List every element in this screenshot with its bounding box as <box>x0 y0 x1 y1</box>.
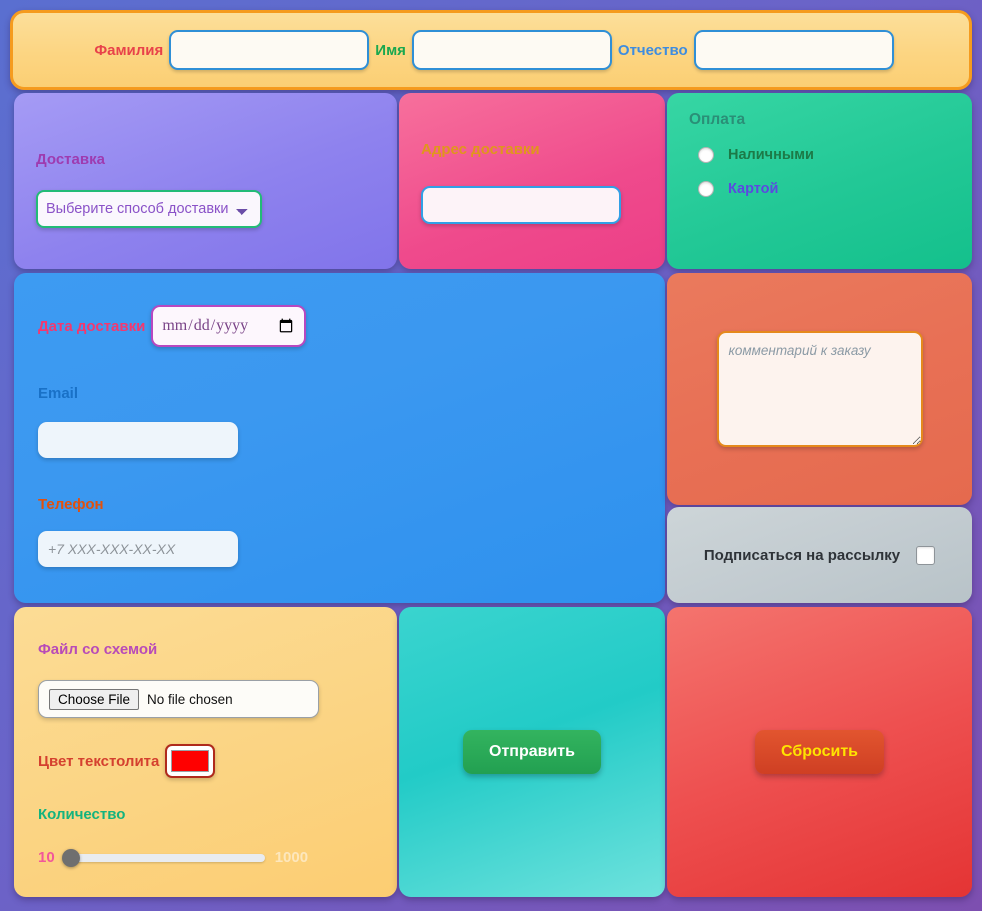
schema-file-label: Файл со схемой <box>38 641 158 658</box>
submit-card: Отправить <box>399 607 665 897</box>
pcb-color-picker[interactable] <box>165 744 216 778</box>
range-min-label: 10 <box>38 849 55 866</box>
quantity-label: Количество <box>38 806 126 823</box>
payment-heading: Оплата <box>689 111 746 128</box>
quantity-range-row: 10 1000 <box>38 848 373 867</box>
email-input[interactable] <box>38 422 238 458</box>
color-swatch-fill <box>171 750 210 772</box>
range-max-label: 1000 <box>274 849 309 866</box>
phone-label: Телефон <box>38 496 104 513</box>
subscribe-checkbox[interactable] <box>916 545 936 565</box>
delivery-label: Доставка <box>36 151 105 168</box>
subscribe-label: Подписаться на рассылку <box>703 546 901 564</box>
surname-input[interactable] <box>169 30 370 70</box>
order-comment-textarea[interactable] <box>716 331 923 447</box>
patronymic-label: Отчество <box>617 41 688 59</box>
reset-button[interactable]: Сбросить <box>755 730 884 774</box>
quantity-range-slider[interactable] <box>61 848 265 867</box>
address-label: Адрес доставки <box>421 141 540 158</box>
firstname-label: Имя <box>375 41 406 59</box>
delivery-date-row: Дата доставки <box>38 305 641 347</box>
pcb-color-label: Цвет текстолита <box>38 752 160 770</box>
payment-option-cash-label: Наличными <box>728 147 814 163</box>
payment-option-card[interactable]: Картой <box>689 181 950 197</box>
order-options-card: Файл со схемой Choose File No file chose… <box>14 607 397 897</box>
payment-option-cash[interactable]: Наличными <box>689 147 950 163</box>
submit-button[interactable]: Отправить <box>463 730 601 774</box>
radio-icon-card[interactable] <box>698 181 714 197</box>
patronymic-input[interactable] <box>693 30 894 70</box>
payment-card: Оплата Наличными Картой <box>667 93 972 269</box>
address-input[interactable] <box>421 186 621 224</box>
delivery-date-label: Дата доставки <box>38 317 146 335</box>
order-comment-card <box>667 273 972 505</box>
schema-file-input[interactable]: Choose File No file chosen <box>38 680 319 718</box>
pcb-color-row: Цвет текстолита <box>38 744 373 778</box>
surname-label: Фамилия <box>94 41 164 59</box>
range-thumb[interactable] <box>61 848 80 867</box>
contact-card: Дата доставки Email Телефон <box>14 273 665 603</box>
newsletter-subscribe-card[interactable]: Подписаться на рассылку <box>667 507 972 603</box>
phone-input[interactable] <box>38 531 238 567</box>
file-status-text: No file chosen <box>147 691 233 707</box>
choose-file-button[interactable]: Choose File <box>49 688 140 710</box>
reset-card: Сбросить <box>667 607 972 897</box>
payment-option-card-label: Картой <box>728 181 779 197</box>
firstname-input[interactable] <box>411 30 612 70</box>
delivery-address-card: Адрес доставки <box>399 93 665 269</box>
full-name-card: Фамилия Имя Отчество <box>10 10 972 90</box>
radio-icon-cash[interactable] <box>698 147 714 163</box>
email-label: Email <box>38 385 79 402</box>
delivery-method-card: Доставка Выберите способ доставки <box>14 93 397 269</box>
delivery-method-select[interactable]: Выберите способ доставки <box>36 190 262 228</box>
delivery-date-input[interactable] <box>151 305 307 347</box>
